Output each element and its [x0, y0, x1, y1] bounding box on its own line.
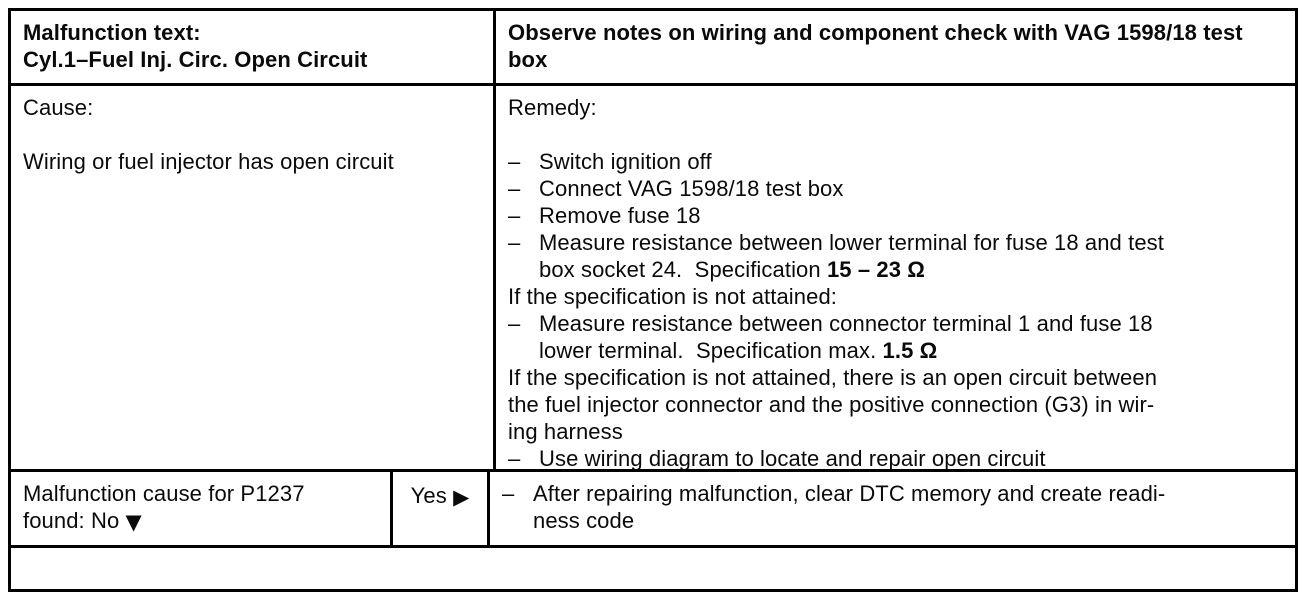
remedy-condition: ing harness [508, 418, 1283, 445]
remedy-step: –Use wiring diagram to locate and repair… [508, 445, 1283, 469]
cause-text: Wiring or fuel injector has open circuit [23, 149, 394, 174]
action-step-text: ness code [533, 508, 635, 533]
remedy-condition-text: ing harness [508, 419, 623, 444]
remedy-condition-text: the fuel injector connector and the posi… [508, 392, 1155, 417]
remedy-step-text: Measure resistance between lower termina… [539, 230, 1164, 255]
dash-bullet: – [502, 481, 515, 506]
dash-bullet: – [508, 311, 521, 336]
remedy-label: Remedy: [508, 95, 597, 120]
remedy-step: –Measure resistance between connector te… [508, 310, 1283, 337]
cell-header-note: Observe notes on wiring and component ch… [493, 11, 1295, 83]
yes-label: Yes [410, 483, 454, 508]
row-cause-remedy: Cause: Wiring or fuel injector has open … [11, 83, 1295, 469]
remedy-condition-text: If the specification is not attained: [508, 284, 838, 309]
remedy-condition-text: If the specification is not attained, th… [508, 365, 1158, 390]
remedy-step-text: lower terminal. Specification max. 1.5 Ω [539, 338, 938, 363]
remedy-step-continuation: box socket 24. Specification 15 – 23 Ω [508, 256, 1283, 283]
action-step-text: After repairing malfunction, clear DTC m… [533, 481, 1166, 506]
remedy-step: –Switch ignition off [508, 148, 1283, 175]
cell-decision-action: –After repairing malfunction, clear DTC … [487, 472, 1295, 545]
right-arrow-icon: ▶ [453, 485, 470, 509]
remedy-step-text: Measure resistance between connector ter… [539, 311, 1153, 336]
header-note-text: Observe notes on wiring and component ch… [508, 20, 1243, 72]
remedy-condition: If the specification is not attained: [508, 283, 1283, 310]
action-step: –After repairing malfunction, clear DTC … [502, 480, 1283, 507]
remedy-step: –Connect VAG 1598/18 test box [508, 175, 1283, 202]
remedy-step-text: Connect VAG 1598/18 test box [539, 176, 844, 201]
specification-value: 1.5 Ω [882, 338, 938, 363]
dash-bullet: – [508, 230, 521, 255]
remedy-step-text: Switch ignition off [539, 149, 712, 174]
decision-question-line: found: No ▼ [23, 508, 142, 534]
diagnostic-table: Malfunction text: Cyl.1–Fuel Inj. Circ. … [8, 8, 1298, 592]
remedy-step-text: Use wiring diagram to locate and repair … [539, 446, 1046, 469]
dash-bullet: – [508, 176, 521, 201]
action-step-continuation: ness code [502, 507, 1283, 534]
malfunction-label: Malfunction text: [23, 20, 201, 45]
cell-remedy: Remedy: –Switch ignition off –Connect VA… [493, 86, 1295, 469]
remedy-step: –Measure resistance between lower termin… [508, 229, 1283, 256]
decision-question-line: Malfunction cause for P1237 [23, 481, 305, 506]
remedy-condition: the fuel injector connector and the posi… [508, 391, 1283, 418]
indent-spacer [508, 256, 539, 283]
remedy-condition: If the specification is not attained, th… [508, 364, 1283, 391]
down-arrow-icon: ▼ [125, 510, 142, 534]
indent-spacer [502, 507, 533, 534]
cell-decision-yes: Yes ▶ [390, 472, 487, 545]
row-decision: Malfunction cause for P1237 found: No ▼ … [11, 469, 1295, 545]
malfunction-code-text: Cyl.1–Fuel Inj. Circ. Open Circuit [23, 47, 368, 72]
indent-spacer [508, 337, 539, 364]
row-empty [11, 545, 1295, 589]
dash-bullet: – [508, 149, 521, 174]
specification-value: 15 – 23 Ω [826, 257, 925, 282]
cell-cause: Cause: Wiring or fuel injector has open … [11, 86, 493, 469]
remedy-step-text: Remove fuse 18 [539, 203, 701, 228]
remedy-step-text: box socket 24. Specification 15 – 23 Ω [539, 257, 925, 282]
remedy-step: –Remove fuse 18 [508, 202, 1283, 229]
cell-decision-question: Malfunction cause for P1237 found: No ▼ [11, 472, 390, 545]
dash-bullet: – [508, 446, 521, 469]
row-malfunction-header: Malfunction text: Cyl.1–Fuel Inj. Circ. … [11, 11, 1295, 83]
dash-bullet: – [508, 203, 521, 228]
cause-label: Cause: [23, 95, 94, 120]
remedy-step-continuation: lower terminal. Specification max. 1.5 Ω [508, 337, 1283, 364]
cell-malfunction-text: Malfunction text: Cyl.1–Fuel Inj. Circ. … [11, 11, 493, 83]
